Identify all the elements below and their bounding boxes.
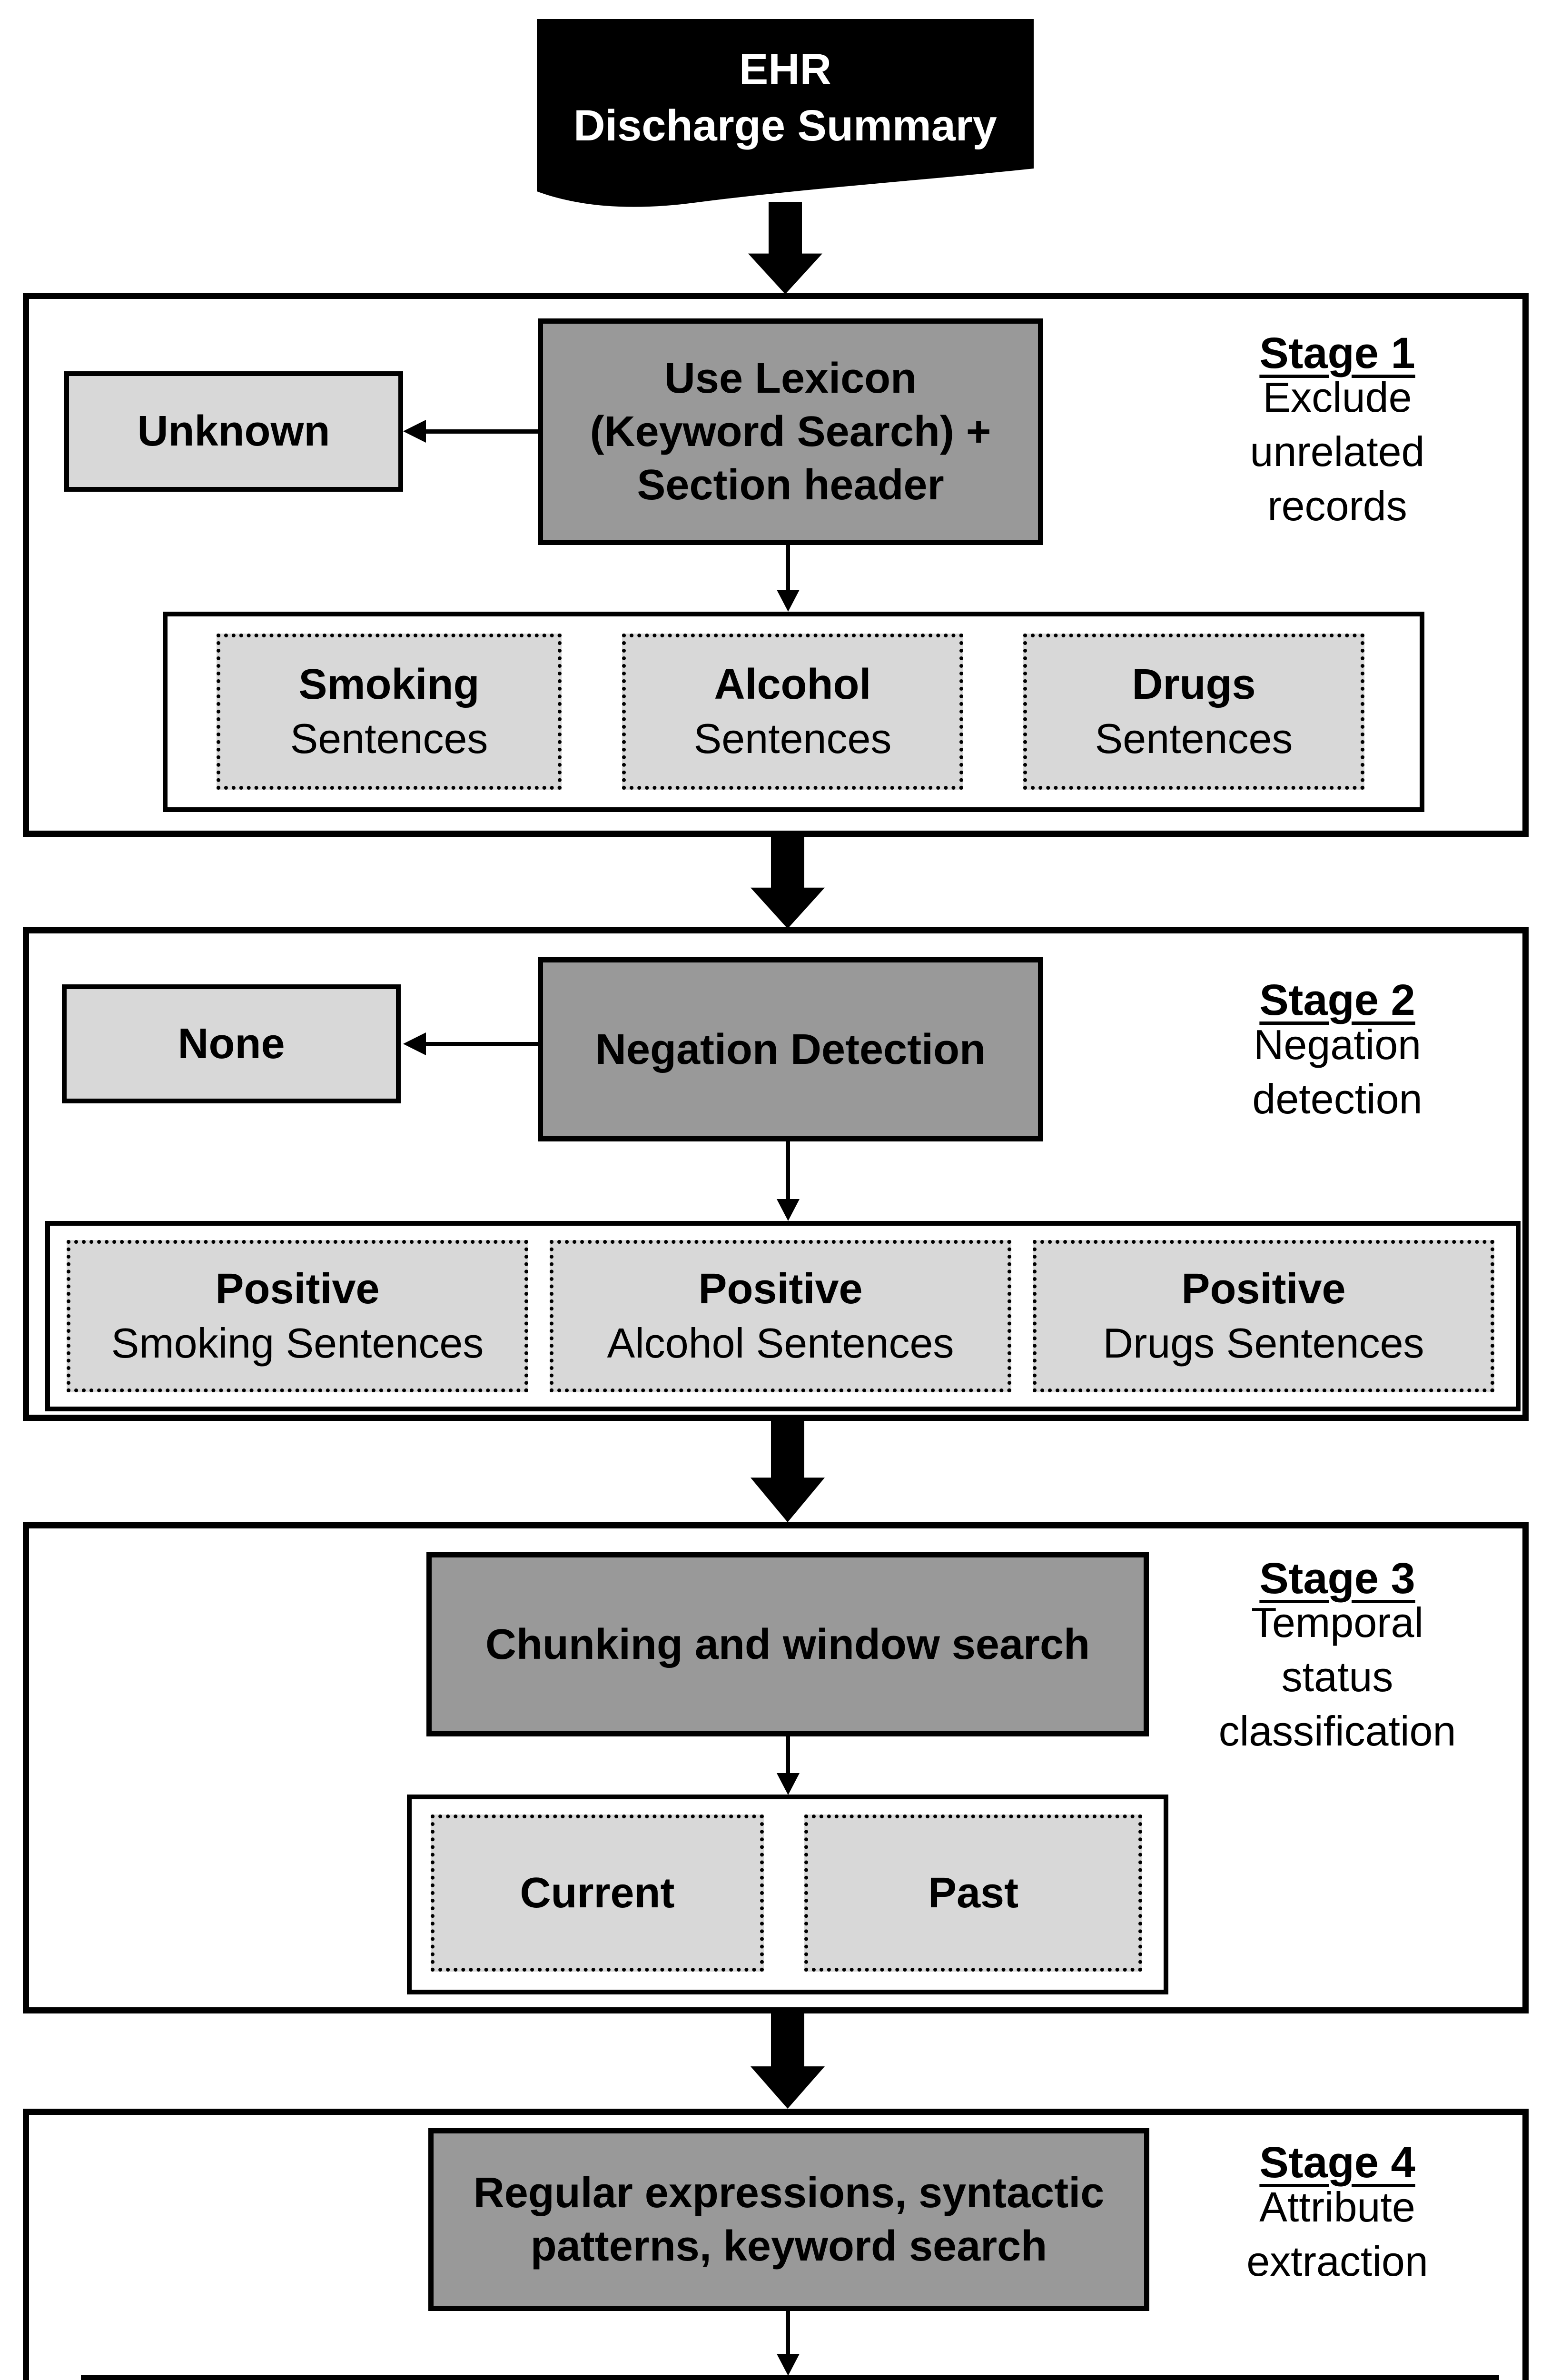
output-box-current: Current bbox=[431, 1815, 764, 1972]
output-box-label: Past bbox=[928, 1869, 1019, 1917]
output-arrow-icon bbox=[777, 1199, 800, 1221]
reject-arrow-icon bbox=[403, 1032, 426, 1055]
output-box-past: Past bbox=[804, 1815, 1142, 1972]
stage-1-process-box: Use Lexicon (Keyword Search) + Section h… bbox=[538, 318, 1043, 545]
output-arrow-icon bbox=[777, 2354, 800, 2376]
stage-1-subtitle: Exclude unrelated records bbox=[1195, 370, 1480, 533]
stage-4-title: Stage 4 bbox=[1259, 2138, 1415, 2187]
stage-3-subtitle-line: Temporal bbox=[1251, 1599, 1423, 1646]
stage-2-subtitle-line: Negation bbox=[1253, 1021, 1422, 1068]
stage-4-subtitle-line: extraction bbox=[1246, 2238, 1428, 2285]
stage-2-subtitle-line: detection bbox=[1252, 1075, 1423, 1122]
stage-4-subtitle: Attribute extraction bbox=[1195, 2180, 1480, 2289]
output-box-sublabel: Sentences bbox=[290, 715, 488, 762]
output-arrow-line bbox=[786, 545, 790, 591]
output-box-label: Alcohol bbox=[714, 661, 871, 708]
stage-2-reject-label: None bbox=[178, 1020, 285, 1068]
output-box-label: Drugs bbox=[1132, 661, 1256, 708]
stage-2-process-line: Negation Detection bbox=[595, 1025, 986, 1073]
stage-3-process-line: Chunking and window search bbox=[485, 1620, 1090, 1668]
banner-title-line2: Discharge Summary bbox=[573, 101, 997, 150]
output-box-label: Positive bbox=[215, 1265, 380, 1313]
stage-4-subtitle-line: Attribute bbox=[1259, 2183, 1415, 2231]
output-box-drugs: Drugs Sentences bbox=[1023, 634, 1364, 790]
stage-1-process-line: (Keyword Search) + bbox=[590, 408, 991, 456]
stage-4-process-line: Regular expressions, syntactic bbox=[473, 2169, 1105, 2217]
output-arrow-icon bbox=[777, 590, 800, 612]
stage-1-title: Stage 1 bbox=[1259, 329, 1415, 377]
stage-1-subtitle-line: records bbox=[1267, 482, 1407, 529]
output-box-label: Current bbox=[520, 1869, 675, 1917]
stage-2-reject-box: None bbox=[62, 984, 401, 1103]
stage-4-process-line: patterns, keyword search bbox=[530, 2222, 1047, 2270]
stage-2-process-box: Negation Detection bbox=[538, 957, 1043, 1141]
output-box-label: Smoking bbox=[298, 661, 480, 708]
output-arrow-line bbox=[786, 1141, 790, 1200]
stage-1-reject-box: Unknown bbox=[64, 371, 403, 492]
output-box-sublabel: Smoking Sentences bbox=[111, 1319, 484, 1367]
output-box-positive-smoking: Positive Smoking Sentences bbox=[67, 1240, 528, 1392]
banner-title-line1: EHR bbox=[739, 45, 832, 94]
output-arrow-line bbox=[786, 2311, 790, 2354]
reject-arrow-icon bbox=[403, 420, 426, 443]
flow-arrow-icon bbox=[751, 835, 825, 929]
output-box-sublabel: Alcohol Sentences bbox=[607, 1319, 954, 1367]
output-box-label: Positive bbox=[698, 1265, 863, 1313]
stage-2-title: Stage 2 bbox=[1259, 976, 1415, 1024]
stage-3-subtitle-line: classification bbox=[1218, 1707, 1456, 1755]
output-box-sublabel: Drugs Sentences bbox=[1103, 1319, 1424, 1367]
output-box-label: Positive bbox=[1181, 1265, 1346, 1313]
stage-3-subtitle: Temporal status classification bbox=[1195, 1596, 1480, 1758]
stage-1-process-line: Section header bbox=[637, 461, 944, 509]
banner-title: EHR Discharge Summary bbox=[537, 19, 1034, 176]
stage-1-process-line: Use Lexicon bbox=[664, 355, 917, 402]
output-box-sublabel: Sentences bbox=[1095, 715, 1293, 762]
stage-2-subtitle: Negation detection bbox=[1195, 1018, 1480, 1126]
output-box-alcohol: Alcohol Sentences bbox=[622, 634, 963, 790]
stage-4-output-container bbox=[81, 2375, 1499, 2380]
stage-3-subtitle-line: status bbox=[1281, 1653, 1393, 1700]
stage-1-reject-label: Unknown bbox=[137, 407, 330, 455]
stage-1-subtitle-line: Exclude bbox=[1263, 374, 1412, 421]
output-box-smoking: Smoking Sentences bbox=[217, 634, 562, 790]
flow-arrow-icon bbox=[751, 1421, 825, 1522]
reject-arrow-line bbox=[425, 1042, 538, 1046]
stage-1-subtitle-line: unrelated bbox=[1250, 428, 1425, 475]
output-arrow-icon bbox=[777, 1773, 800, 1795]
output-box-positive-drugs: Positive Drugs Sentences bbox=[1033, 1240, 1494, 1392]
stage-3-title: Stage 3 bbox=[1259, 1554, 1415, 1603]
output-arrow-line bbox=[786, 1736, 790, 1774]
stage-3-process-box: Chunking and window search bbox=[426, 1552, 1149, 1736]
flow-arrow-icon bbox=[748, 202, 822, 294]
stage-4-process-box: Regular expressions, syntactic patterns,… bbox=[428, 2128, 1149, 2311]
flow-arrow-icon bbox=[751, 2013, 825, 2109]
output-box-sublabel: Sentences bbox=[693, 715, 892, 762]
document-shape-icon bbox=[537, 19, 1034, 207]
reject-arrow-line bbox=[425, 429, 538, 434]
output-box-positive-alcohol: Positive Alcohol Sentences bbox=[550, 1240, 1011, 1392]
